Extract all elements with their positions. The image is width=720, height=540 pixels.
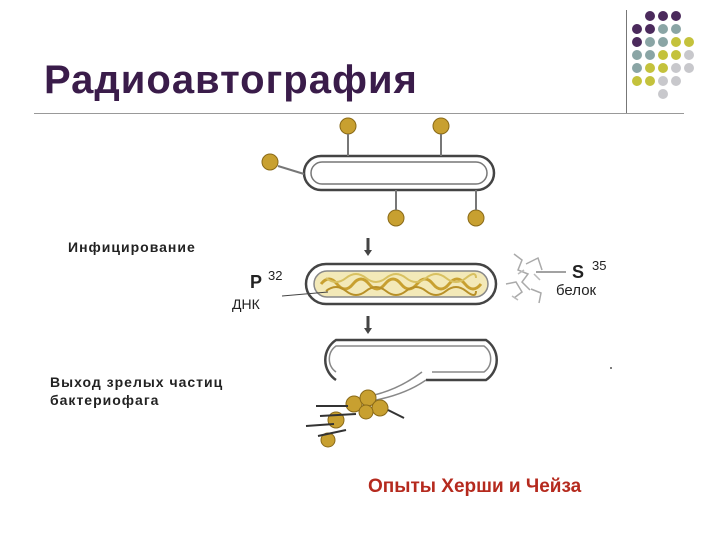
phosphorus-symbol: P xyxy=(250,272,262,293)
arrow-down-2 xyxy=(364,316,372,334)
phosphorus-mass: 32 xyxy=(268,268,282,283)
experiment-diagram: Инфицирование P 32 ДНК S 35 белок Выход … xyxy=(36,114,684,502)
cell-stage-infection xyxy=(306,264,496,304)
decorative-dot-grid xyxy=(630,10,714,110)
arrow-down-1 xyxy=(364,238,372,256)
dna-label: ДНК xyxy=(232,296,260,312)
infection-label: Инфицирование xyxy=(68,239,196,255)
released-phages xyxy=(306,390,404,447)
stray-dot xyxy=(610,367,612,369)
release-label-line2: бактериофага xyxy=(50,392,159,408)
title-divider-vertical xyxy=(626,10,627,122)
release-label-line1: Выход зрелых частиц xyxy=(50,374,223,390)
experiment-caption: Опыты Херши и Чейза xyxy=(368,476,581,498)
sulfur-symbol: S xyxy=(572,262,584,283)
sulfur-mass: 35 xyxy=(592,258,606,273)
diagram-drawing xyxy=(36,114,684,502)
protein-label: белок xyxy=(556,282,596,299)
cell-stage-adsorption xyxy=(304,156,494,190)
empty-phage-coats xyxy=(506,254,542,303)
cell-stage-release xyxy=(325,340,496,400)
slide-title: Радиоавтография xyxy=(44,58,418,103)
